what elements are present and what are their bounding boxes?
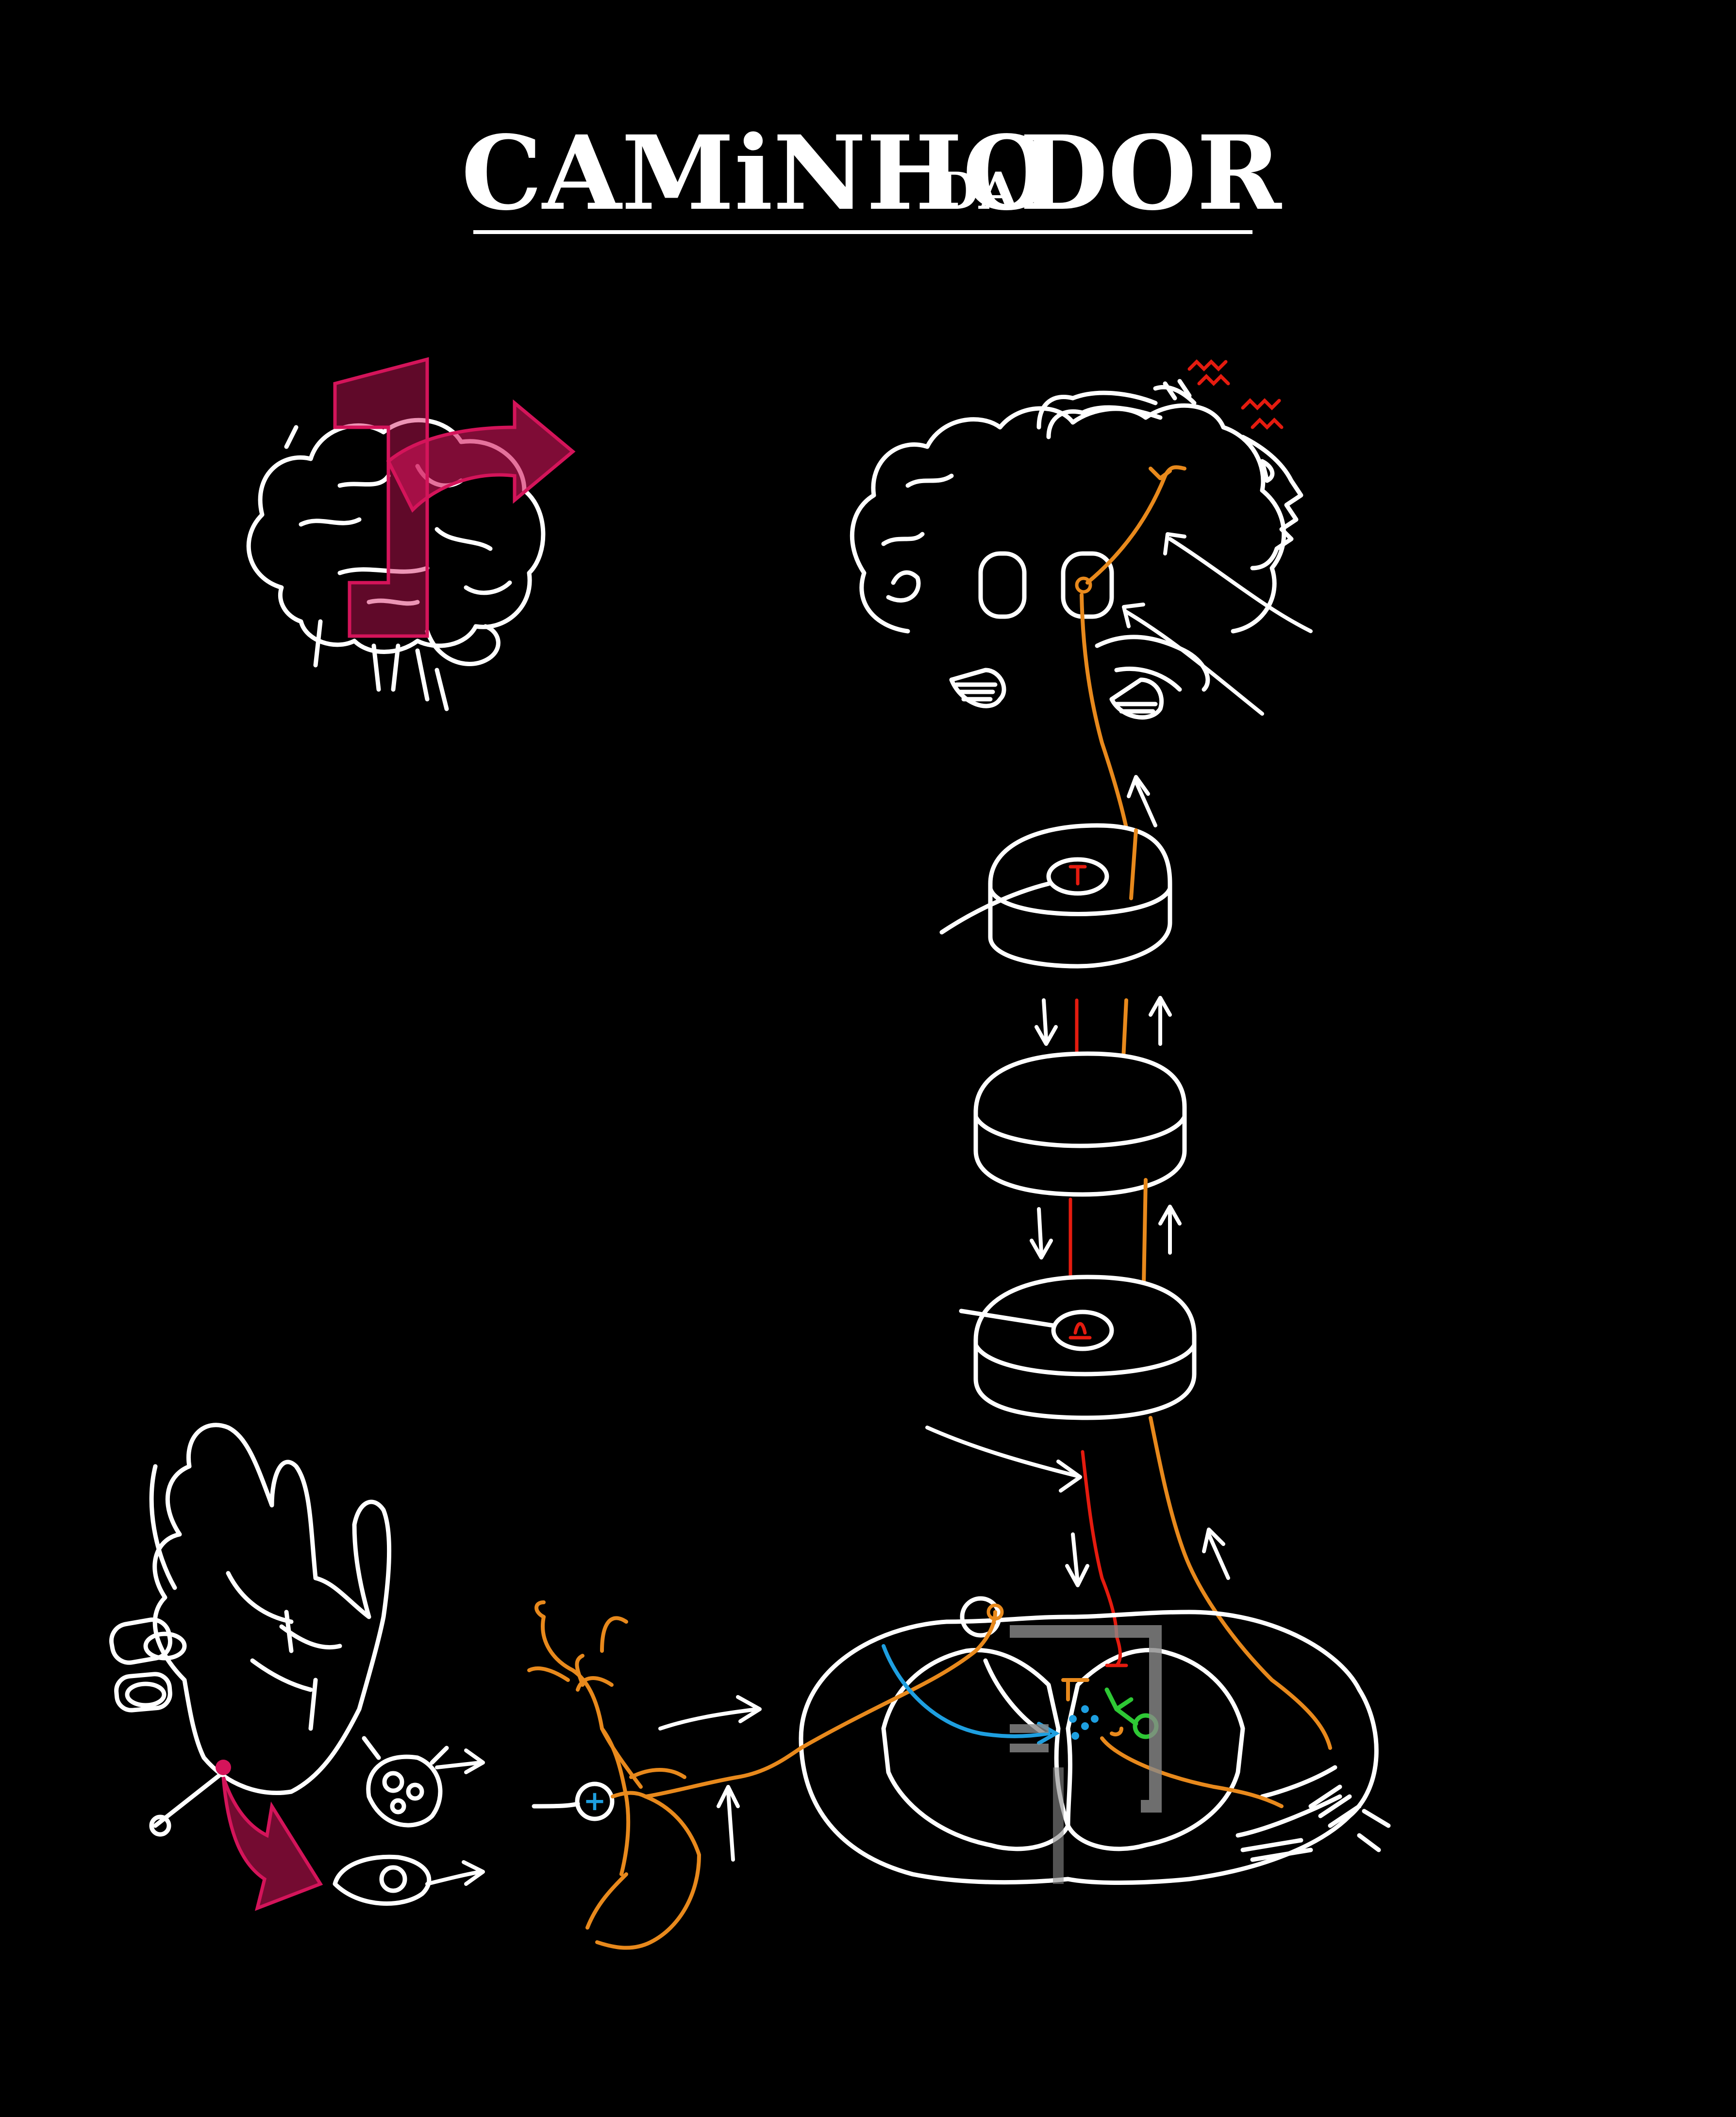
brain-section-icon: [850, 359, 1313, 890]
spinal-segment-icon: [973, 1051, 1187, 1313]
hand-icon: [109, 1423, 392, 1795]
neuron-icon: +: [527, 1600, 803, 1950]
receptor-cell-icon: [333, 1854, 485, 1906]
pin-icon: [149, 1760, 231, 1837]
excitatory-sign: +: [584, 1785, 606, 1817]
descending-arrows: [925, 998, 1089, 1587]
thalamus-right: [1061, 551, 1114, 619]
receptor-cell-icon: [362, 1736, 485, 1828]
face-profile-icon: [1240, 435, 1303, 571]
title-part-2: DA: [935, 161, 1019, 221]
thalamus-left: [978, 551, 1027, 619]
brain-icon: [246, 357, 576, 711]
stimulus-arrow: [221, 1776, 323, 1911]
spinal-segment-icon: [939, 823, 1172, 1099]
title: CAMiNHO DA DOR: [461, 113, 1282, 234]
ascending-arrow: [386, 399, 576, 513]
title-part-1: CAMiNHO: [461, 113, 1052, 233]
ascending-arrows: [1127, 775, 1230, 1580]
spinal-cord-cross-section-icon: [799, 1596, 1391, 1885]
spinal-segment-icon: [959, 1275, 1332, 1750]
title-part-3: DOR: [1019, 113, 1282, 233]
